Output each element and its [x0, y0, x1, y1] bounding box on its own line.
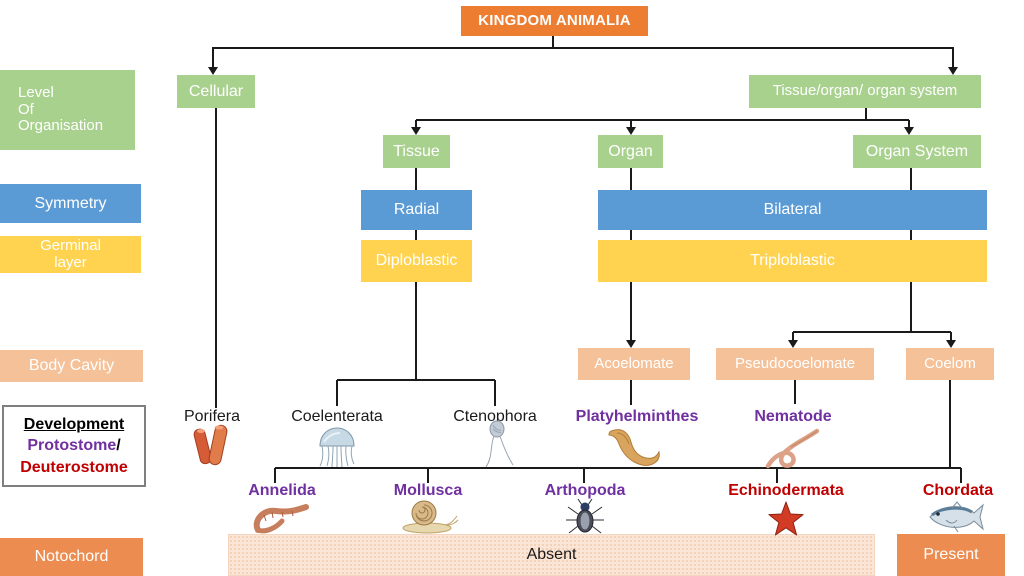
level-line-3: Organisation [18, 117, 104, 135]
jellyfish-icon [319, 427, 355, 468]
germinal-line-1: Germinal [40, 237, 101, 254]
row-label-germinal-layer: Germinal layer [0, 236, 141, 273]
development-heading: Development [23, 415, 125, 433]
sponge-icon [193, 424, 228, 466]
level-line-2: Of [18, 100, 34, 118]
taxon-echinodermata: Echinodermata [728, 482, 844, 499]
germinal-line-2: layer [54, 253, 87, 271]
kingdom-animalia-header: KINGDOM ANIMALIA [461, 6, 648, 36]
comb-jelly-icon [485, 420, 514, 468]
fish-icon [929, 501, 984, 533]
node-organ: Organ [598, 135, 663, 168]
node-radial: Radial [361, 190, 472, 230]
node-pseudocoelomate: Pseudocoelomate [716, 348, 874, 380]
notochord-absent-box: Absent [228, 534, 875, 576]
flatworm-icon [608, 429, 660, 466]
starfish-icon [768, 501, 804, 536]
taxon-ctenophora: Ctenophora [453, 408, 537, 425]
taxon-nematode: Nematode [754, 408, 832, 425]
node-organ-system: Organ System [853, 135, 981, 168]
taxon-coelenterata: Coelenterata [291, 408, 383, 425]
node-tissue-organ-organ-system: Tissue/organ/ organ system [749, 75, 981, 108]
slash-separator: / [116, 437, 121, 455]
node-triploblastic: Triploblastic [598, 240, 987, 282]
node-tissue: Tissue [383, 135, 450, 168]
taxon-chordata: Chordata [922, 482, 994, 499]
row-label-level-of-organisation: Level Of Organisation [0, 70, 135, 150]
taxon-porifera: Porifera [183, 408, 241, 425]
taxon-annelida: Annelida [248, 482, 316, 499]
taxon-arthopoda: Arthopoda [544, 482, 626, 499]
node-cellular: Cellular [177, 75, 255, 108]
deuterostome-label: Deuterostome [20, 458, 128, 476]
taxon-mollusca: Mollusca [393, 482, 463, 499]
node-bilateral: Bilateral [598, 190, 987, 230]
node-diploblastic: Diploblastic [361, 240, 472, 282]
row-label-body-cavity: Body Cavity [0, 350, 143, 382]
node-coelom: Coelom [906, 348, 994, 380]
level-line-1: Level [18, 84, 54, 102]
notochord-present-box: Present [897, 534, 1005, 576]
taxon-platyhelminthes: Platyhelminthes [575, 408, 699, 425]
row-label-notochord: Notochord [0, 538, 143, 576]
roundworm-icon [765, 428, 820, 469]
protostome-label: Protostome [27, 437, 117, 455]
node-acoelomate: Acoelomate [578, 348, 690, 380]
row-label-development: Development Protostome/ Deuterostome [2, 405, 146, 487]
insect-icon [566, 498, 604, 534]
earthworm-icon [253, 504, 309, 534]
snail-icon [402, 500, 459, 534]
row-label-symmetry: Symmetry [0, 184, 141, 223]
